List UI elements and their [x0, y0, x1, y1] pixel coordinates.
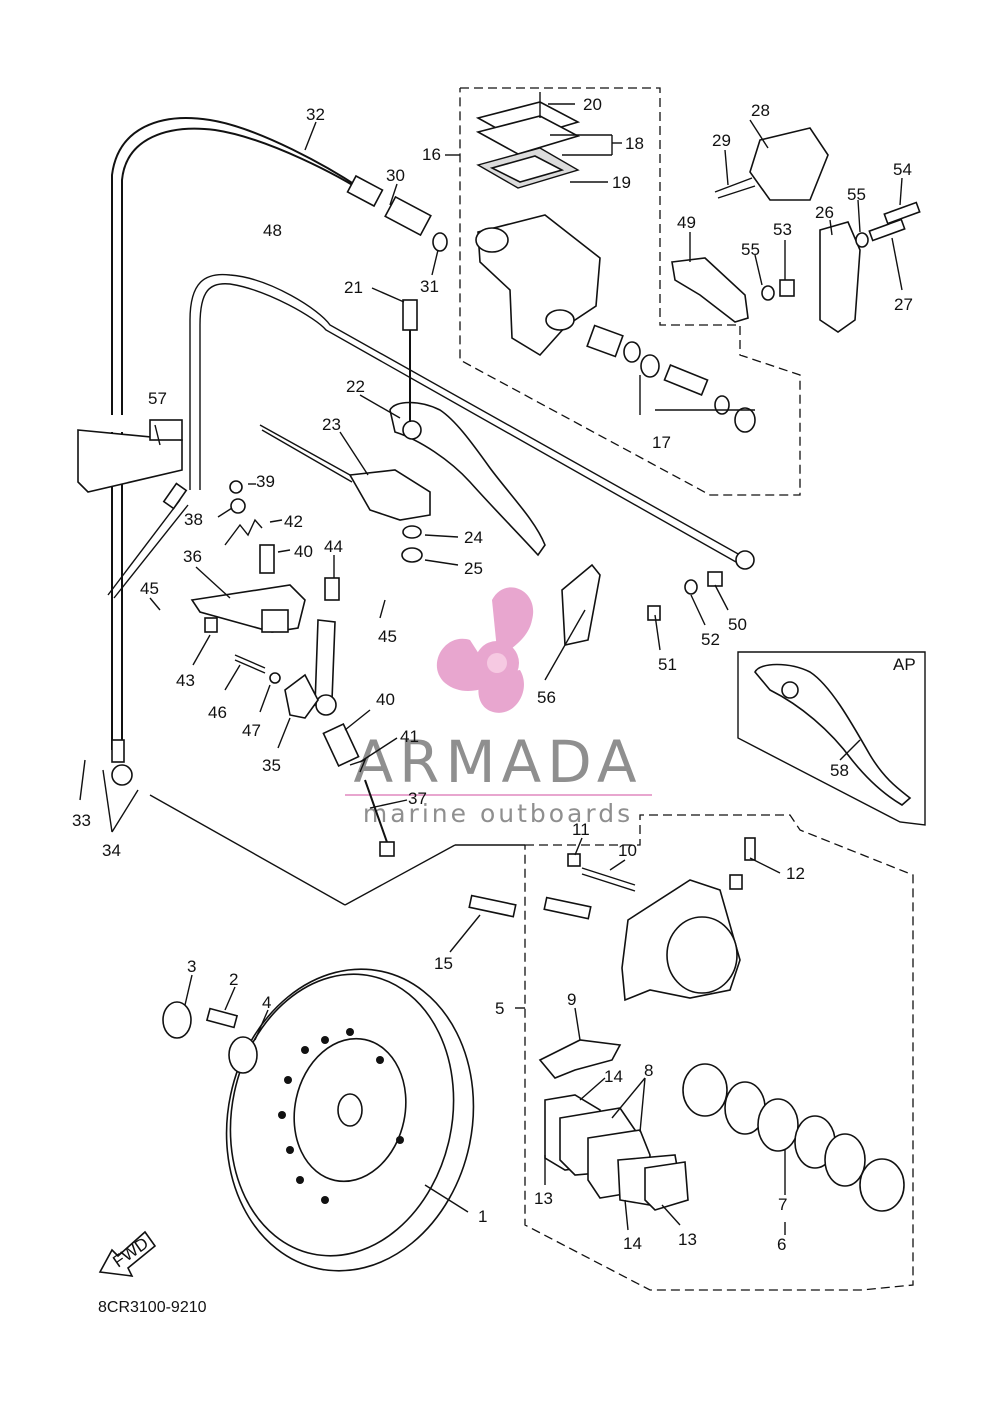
callout-28: 28 — [751, 101, 770, 120]
callout-44: 44 — [324, 537, 343, 556]
armada-logo: ARMADA marine outboards — [345, 587, 652, 828]
callout-16: 16 — [422, 145, 441, 164]
callout-23: 23 — [322, 415, 341, 434]
brake-cable — [111, 117, 448, 786]
callout-31: 31 — [420, 277, 439, 296]
cable-bracket — [77, 419, 183, 493]
callout-56: 56 — [537, 688, 556, 707]
watermark-brand: ARMADA — [353, 728, 642, 796]
callout-40a: 40 — [294, 542, 313, 561]
callout-29: 29 — [712, 131, 731, 150]
callout-13a: 13 — [534, 1189, 553, 1208]
alt-lever — [754, 663, 912, 806]
callout-48: 48 — [263, 221, 282, 240]
callout-8: 8 — [644, 1061, 653, 1080]
callout-22: 22 — [346, 377, 365, 396]
brake-lever — [259, 299, 546, 563]
callout-54: 54 — [893, 160, 912, 179]
callout-34: 34 — [102, 841, 121, 860]
callout-15: 15 — [434, 954, 453, 973]
leader-lines — [79, 103, 903, 1235]
callout-30: 30 — [386, 166, 405, 185]
callout-42: 42 — [284, 512, 303, 531]
callout-47: 47 — [242, 721, 261, 740]
callout-38: 38 — [184, 510, 203, 529]
callout-17: 17 — [652, 433, 671, 452]
callout-32: 32 — [306, 105, 325, 124]
callout-53: 53 — [773, 220, 792, 239]
callout-27: 27 — [894, 295, 913, 314]
callout-10: 10 — [618, 841, 637, 860]
callout-11: 11 — [572, 820, 590, 839]
callout-52: 52 — [701, 630, 720, 649]
master-cylinder — [475, 92, 756, 433]
callout-7: 7 — [778, 1195, 787, 1214]
callout-46: 46 — [208, 703, 227, 722]
callout-33: 33 — [72, 811, 91, 830]
callout-40b: 40 — [376, 690, 395, 709]
callout-45a: 45 — [140, 579, 159, 598]
callout-36: 36 — [183, 547, 202, 566]
callout-1: 1 — [478, 1207, 487, 1226]
callout-58: 58 — [830, 761, 849, 780]
callout-labels: 1 2 3 4 5 6 7 8 9 10 11 12 13 13 14 14 1… — [72, 95, 916, 1316]
callout-5: 5 — [495, 999, 504, 1018]
callout-41: 41 — [400, 727, 419, 746]
callout-39: 39 — [256, 472, 275, 491]
callout-9: 9 — [567, 990, 576, 1009]
callout-43: 43 — [176, 671, 195, 690]
callout-20: 20 — [583, 95, 602, 114]
switch-and-bracket — [561, 127, 921, 646]
brake-rod — [107, 273, 755, 599]
callout-25: 25 — [464, 559, 483, 578]
callout-6: 6 — [777, 1235, 786, 1254]
forward-arrow-icon: FWD — [98, 1230, 157, 1277]
diagram-code: 8CR3100-9210 — [98, 1299, 207, 1316]
parking-lever — [190, 480, 395, 857]
brake-disc — [162, 968, 475, 1272]
callout-12: 12 — [786, 864, 805, 883]
callout-21: 21 — [344, 278, 363, 297]
callout-55a: 55 — [847, 185, 866, 204]
callout-24: 24 — [464, 528, 483, 547]
callout-55b: 55 — [741, 240, 760, 259]
callout-2: 2 — [229, 970, 238, 989]
callout-37: 37 — [408, 789, 427, 808]
alt-label: AP — [893, 655, 916, 674]
callout-18: 18 — [625, 134, 644, 153]
callout-19: 19 — [612, 173, 631, 192]
propeller-logo-icon — [436, 587, 534, 713]
callout-50: 50 — [728, 615, 747, 634]
watermark-tagline: marine outboards — [363, 799, 633, 828]
callout-14a: 14 — [604, 1067, 623, 1086]
callout-49: 49 — [677, 213, 696, 232]
brake-caliper — [468, 837, 905, 1212]
callout-26: 26 — [815, 203, 834, 222]
callout-3: 3 — [187, 957, 196, 976]
callout-45b: 45 — [378, 627, 397, 646]
callout-13b: 13 — [678, 1230, 697, 1249]
callout-57: 57 — [148, 389, 167, 408]
callout-35: 35 — [262, 756, 281, 775]
group-outlines — [459, 87, 926, 1291]
callout-14b: 14 — [623, 1234, 642, 1253]
callout-4: 4 — [262, 993, 271, 1012]
callout-51: 51 — [658, 655, 677, 674]
